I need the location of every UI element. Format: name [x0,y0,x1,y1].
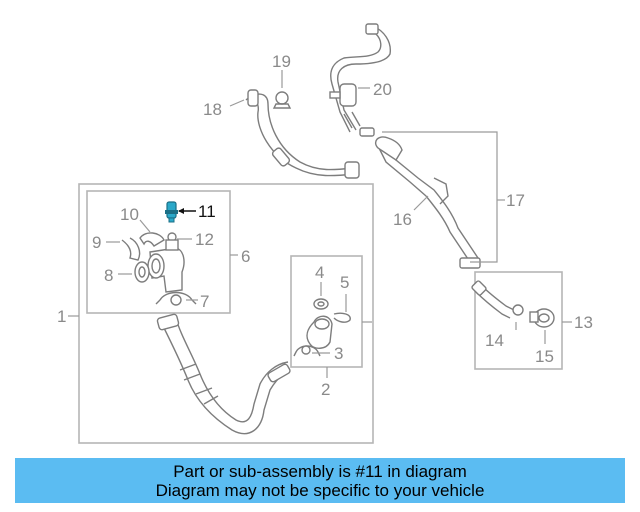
clip-10[interactable] [139,232,165,247]
callout-18: 18 [203,100,222,119]
callout-15: 15 [535,347,554,366]
leader-lines [68,70,572,378]
elbow-2[interactable] [306,315,333,349]
assembly-6-box [86,190,231,314]
callout-12: 12 [195,230,214,249]
pipe-16[interactable] [374,136,481,269]
clamp-19[interactable] [272,91,292,109]
callout-1: 1 [57,307,66,326]
callout-19: 19 [272,52,291,71]
assembly-13-box [474,271,563,370]
callout-7: 7 [200,292,209,311]
hose-14[interactable] [471,280,524,319]
banner-line-2: Diagram may not be specific to your vehi… [155,480,485,500]
callout-3: 3 [334,344,343,363]
callout-10: 10 [120,205,139,224]
clamp-7[interactable] [155,291,197,306]
callout-8: 8 [104,266,113,285]
lower-hose-1[interactable] [156,313,291,435]
hose-18[interactable] [245,89,360,179]
seal-4[interactable] [313,298,329,310]
callout-11: 11 [198,202,216,221]
callout-4: 4 [315,263,324,282]
info-banner: Part or sub-assembly is #11 in diagram D… [15,458,625,503]
callout-2: 2 [321,380,330,399]
seal-8[interactable] [134,261,150,283]
clip-9[interactable] [121,237,141,261]
callout-20: 20 [373,80,392,99]
housing-6[interactable] [147,239,185,293]
callout-16: 16 [393,210,412,229]
banner-line-1: Part or sub-assembly is #11 in diagram [173,461,467,481]
callout-14: 14 [485,331,504,350]
fitting-15[interactable] [529,308,555,328]
callout-13: 13 [574,313,593,332]
clip-5[interactable] [333,312,351,323]
callout-6: 6 [241,247,250,266]
assembly-1-box [78,183,374,444]
callout-9: 9 [92,233,101,252]
hose-20[interactable] [329,23,391,137]
callout-5: 5 [340,273,349,292]
callout-17: 17 [506,191,525,210]
sensor-11[interactable] [165,201,178,223]
